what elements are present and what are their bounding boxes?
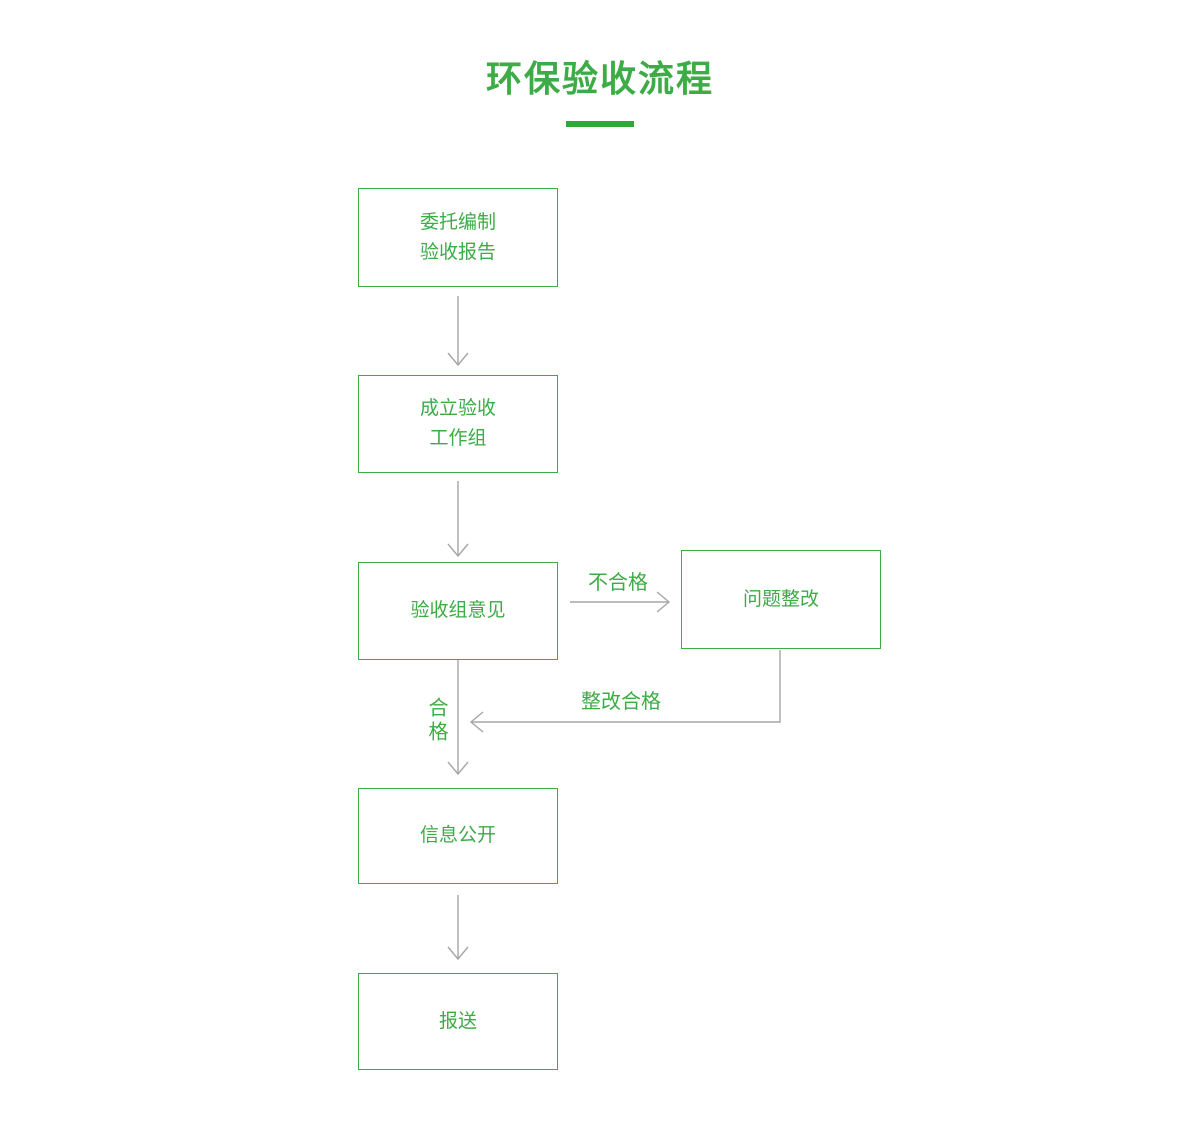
- page-title: 环保验收流程: [485, 58, 714, 99]
- flow-node-info-disclosure: 信息公开: [358, 788, 558, 884]
- node-label-line: 工作组: [429, 428, 487, 449]
- flow-node-group-opinion: 验收组意见: [358, 562, 558, 660]
- edge-label-pass: 合格: [425, 697, 447, 745]
- node-label-line: 报送: [438, 1010, 477, 1032]
- flow-node-entrust-report: 委托编制 验收报告: [358, 188, 558, 287]
- node-label-line: 验收组意见: [410, 600, 506, 621]
- node-label-line: 信息公开: [419, 825, 496, 846]
- node-label-line: 验收报告: [419, 241, 496, 263]
- flow-node-submit: 报送: [358, 973, 558, 1070]
- arrow-opinion-to-rectify: [570, 591, 671, 613]
- arrow-group-to-opinion: [447, 481, 469, 558]
- edge-label-rectify-pass: 整改合格: [581, 691, 661, 713]
- arrow-disclosure-to-submit: [447, 895, 469, 961]
- edge-label-fail: 不合格: [588, 572, 648, 594]
- arrow-opinion-to-disclosure: [447, 660, 469, 776]
- flow-node-form-group: 成立验收 工作组: [358, 375, 558, 473]
- node-label-line: 问题整改: [742, 588, 819, 610]
- arrow-entrust-to-group: [447, 296, 469, 367]
- title-underline: [566, 121, 634, 127]
- node-label-line: 成立验收: [419, 398, 496, 419]
- flow-node-problem-rectify: 问题整改: [681, 550, 881, 649]
- node-label-line: 委托编制: [419, 211, 496, 233]
